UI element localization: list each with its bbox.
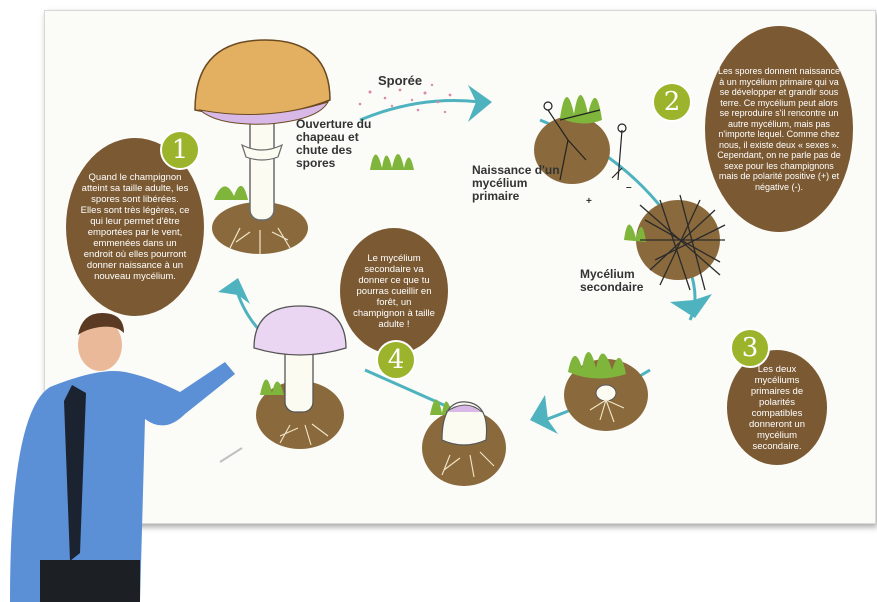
minus-sign: –	[626, 182, 632, 193]
label-sporee: Sporée	[378, 74, 422, 87]
arrow-spores	[360, 100, 480, 120]
step-2-badge: 2	[652, 82, 692, 122]
step-4-badge: 4	[376, 340, 416, 380]
arrow-to-button	[365, 370, 455, 410]
label-secondaire: Mycélium secondaire	[580, 268, 660, 294]
step-2-text: Les spores donnent naissance à un mycéli…	[705, 26, 853, 232]
step-3-text: Les deux mycéliums primaires de polarité…	[727, 350, 827, 465]
label-ouverture: Ouverture du chapeau et chute des spores	[296, 118, 376, 170]
presenter-person	[10, 313, 242, 602]
button-mushroom	[422, 399, 506, 486]
young-clump	[564, 352, 648, 431]
step-1-badge: 1	[160, 130, 200, 170]
step-4-text: Le mycélium secondaire va donner ce que …	[340, 228, 448, 354]
step-3-badge: 3	[730, 328, 770, 368]
grass-tuft	[370, 154, 414, 170]
adult-mushroom	[254, 306, 346, 449]
label-naissance: Naissance d'un mycélium primaire	[472, 164, 572, 203]
plus-sign: +	[586, 196, 592, 207]
spore-dots	[359, 84, 452, 113]
